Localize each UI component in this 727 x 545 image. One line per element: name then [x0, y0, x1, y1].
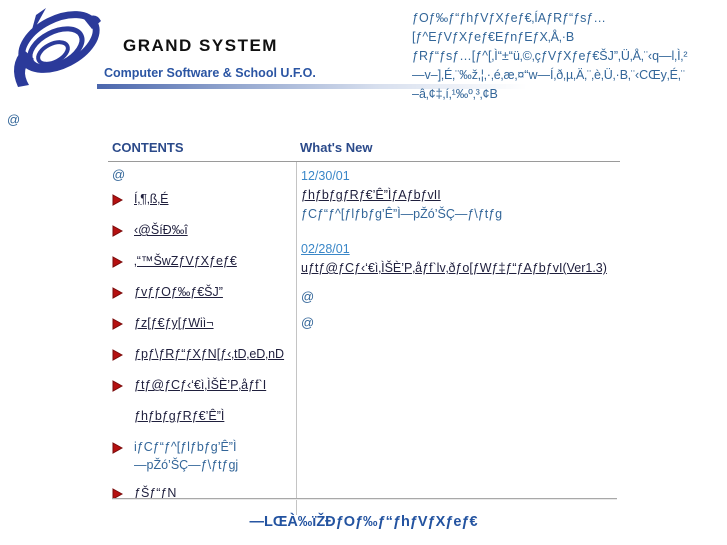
red-arrow-icon: [112, 438, 134, 459]
company-tagline: Computer Software & School U.F.O.: [104, 66, 316, 80]
menu-item-program-dev: ƒvƒƒOƒ‰ƒ€ŠJ”: [112, 283, 296, 304]
menu-item-file-tool: ƒtƒ@ƒCƒ‹‘€ì‚ÌŠÈ’P‚åƒf`I: [112, 376, 296, 397]
news-date: 12/30/01: [301, 169, 350, 183]
menu-link[interactable]: ƒz[ƒ€ƒy[ƒWiì¬: [134, 316, 214, 330]
menu-link[interactable]: ‹@ŠíÐ‰î: [134, 223, 188, 237]
table-header-row: CONTENTS What's New: [108, 140, 620, 162]
contents-heading: CONTENTS: [112, 140, 184, 155]
red-arrow-icon: [112, 283, 134, 304]
menu-item-dotcom-note: iƒCƒ“ƒ^[ƒlƒbƒg’Ê”Ì —pŽó’ŠÇ—ƒ\ƒtƒgj: [112, 438, 296, 474]
news-link[interactable]: ƒhƒbƒgƒRƒ€’Ê”ÌƒAƒbƒvII: [301, 188, 441, 202]
intro-paragraph: ƒOƒ‰ƒ“ƒhƒVƒXƒeƒ€‚ÍAƒRƒ“ƒsƒ… [ƒ^EƒVƒXƒeƒ€…: [412, 9, 712, 104]
horizontal-rule: [112, 498, 617, 499]
footer-company-name: —LŒÀ‰ïŽÐƒOƒ‰ƒ“ƒhƒVƒXƒeƒ€: [249, 514, 478, 530]
intro-line: –â‚¢‡‚í‚¹‰º‚³‚¢B: [412, 87, 498, 101]
news-description: ƒCƒ“ƒ^[ƒlƒbƒg’Ê”Ì—pŽó’ŠÇ—ƒ\ƒtƒg: [301, 207, 503, 221]
company-logo-swirl-icon: [14, 8, 101, 87]
menu-item-homepage: ƒz[ƒ€ƒy[ƒWiì¬: [112, 314, 296, 335]
news-link[interactable]: uƒtƒ@ƒCƒ‹‘€ì‚ÌŠÈ’P‚åƒf`lv‚ðƒo[ƒWƒ‡ƒ“ƒAƒb…: [301, 261, 607, 275]
contents-menu: Í‚¶‚ß‚É ‹@ŠíÐ‰î ‚“™ŠwZƒVƒXƒeƒ€ ƒvƒƒOƒ‰ƒ€…: [112, 190, 296, 505]
menu-link[interactable]: ‚“™ŠwZƒVƒXƒeƒ€: [134, 254, 237, 268]
menu-item-kiki: ‹@ŠíÐ‰î: [112, 221, 296, 242]
menu-item-link: ƒŠƒ“ƒN: [112, 484, 296, 505]
red-arrow-icon: [112, 252, 134, 273]
menu-item-school-system: ‚“™ŠwZƒVƒXƒeƒ€: [112, 252, 296, 273]
menu-item-pc-school: ƒpƒ\ƒRƒ“ƒXƒN[ƒ‹‚tD‚eD‚nD: [112, 345, 296, 366]
intro-line: ƒOƒ‰ƒ“ƒhƒVƒXƒeƒ€‚ÍAƒRƒ“ƒsƒ…: [412, 11, 606, 25]
menu-link[interactable]: ƒpƒ\ƒRƒ“ƒXƒN[ƒ‹‚tD‚eD‚nD: [134, 347, 285, 361]
contents-column: @ Í‚¶‚ß‚É ‹@ŠíÐ‰î ‚“™ŠwZƒVƒXƒeƒ€: [108, 162, 296, 515]
stray-at-symbol: @: [112, 167, 126, 182]
menu-item-dotcom-tsuhan: ƒhƒbƒgƒRƒ€’Ê”Ì: [112, 407, 296, 428]
intro-line: —v–]‚É‚¨‰ž‚¦‚·‚é‚æ‚¤“w—Í‚ð‚µ‚Ä‚¨‚è‚Ü‚·B‚…: [412, 68, 685, 82]
red-arrow-icon: [112, 314, 134, 335]
red-arrow-icon: [112, 484, 134, 505]
main-table: CONTENTS What's New @ Í‚¶‚ß‚É ‹@ŠíÐ‰î: [108, 140, 620, 515]
company-name: GRAND SYSTEM: [123, 36, 278, 55]
red-arrow-icon: [112, 376, 134, 397]
menu-link[interactable]: ƒvƒƒOƒ‰ƒ€ŠJ”: [134, 285, 223, 299]
red-arrow-icon: [112, 345, 134, 366]
stray-at-symbol: @: [301, 289, 315, 304]
red-arrow-icon: [112, 190, 134, 211]
news-date-link[interactable]: 02/28/01: [301, 242, 350, 256]
menu-link[interactable]: ƒŠƒ“ƒN: [134, 486, 177, 500]
intro-line: ƒRƒ“ƒsƒ…[ƒ^[‚Ì“±“ü‚©‚çƒVƒXƒeƒ€ŠJ”‚Ü‚Å‚¨‹…: [412, 49, 688, 63]
banner-divider: [97, 84, 527, 89]
menu-link[interactable]: Í‚¶‚ß‚É: [134, 192, 169, 206]
spacer: [301, 224, 620, 240]
stray-at-symbol: @: [7, 112, 21, 127]
whats-new-column: 12/30/01 ƒhƒbƒgƒRƒ€’Ê”ÌƒAƒbƒvII ƒCƒ“ƒ^[ƒ…: [296, 162, 620, 515]
menu-item-hajimeni: Í‚¶‚ß‚É: [112, 190, 296, 211]
red-arrow-icon: [112, 221, 134, 242]
menu-link[interactable]: ƒtƒ@ƒCƒ‹‘€ì‚ÌŠÈ’P‚åƒf`I: [134, 378, 267, 392]
menu-note-line: —pŽó’ŠÇ—ƒ\ƒtƒgj: [134, 458, 239, 472]
menu-link[interactable]: ƒhƒbƒgƒRƒ€’Ê”Ì: [134, 409, 225, 423]
menu-note-line: iƒCƒ“ƒ^[ƒlƒbƒg’Ê”Ì: [134, 440, 237, 454]
intro-line: [ƒ^EƒVƒXƒeƒ€EƒnƒEƒX‚Å‚·B: [412, 30, 575, 44]
menu-note: iƒCƒ“ƒ^[ƒlƒbƒg’Ê”Ì —pŽó’ŠÇ—ƒ\ƒtƒgj: [134, 438, 238, 474]
whats-new-heading: What's New: [300, 140, 373, 155]
stray-at-symbol: @: [301, 315, 315, 330]
